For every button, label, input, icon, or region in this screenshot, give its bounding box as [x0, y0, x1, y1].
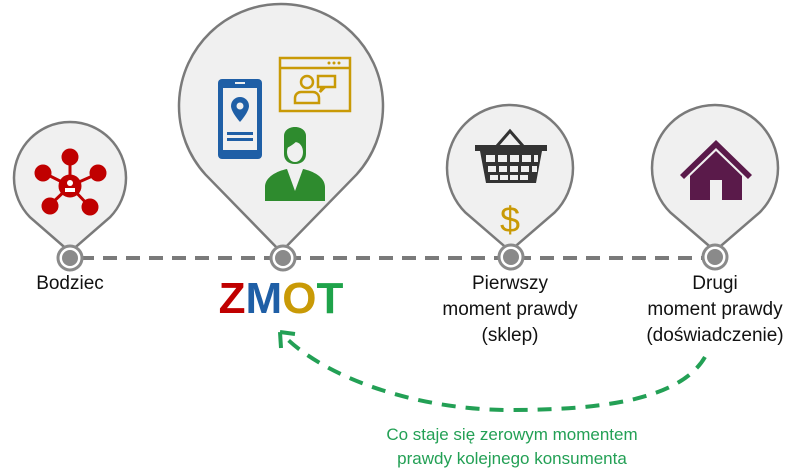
note-line: prawdy kolejnego konsumenta — [397, 449, 627, 468]
label-line: moment prawdy — [647, 299, 783, 320]
label-line: Pierwszy — [471, 273, 549, 294]
dollar-icon: $ — [500, 199, 520, 240]
feedback-note: Co staje się zerowym momentem prawdy kol… — [386, 423, 637, 471]
pin-zmot — [177, 2, 385, 254]
timeline-node-zmot — [269, 244, 297, 272]
label-line: (sklep) — [481, 325, 539, 346]
label-line: (doświadczenie) — [646, 325, 784, 346]
shopping-basket-icon — [475, 128, 547, 183]
label-line: Drugi — [692, 273, 738, 294]
smartphone-location-icon — [218, 79, 262, 159]
label-first-moment: Pierwszy moment prawdy (sklep) — [442, 271, 577, 349]
woman-avatar-icon — [265, 127, 325, 201]
house-icon — [680, 140, 752, 200]
label-bodziec: Bodziec — [36, 273, 104, 294]
zmot-letter-o: O — [282, 274, 317, 323]
label-second-moment: Drugi moment prawdy (doświadczenie) — [646, 271, 783, 349]
arrowhead-icon — [278, 330, 296, 349]
video-chat-window-icon — [278, 56, 352, 113]
note-line: Co staje się zerowym momentem — [386, 425, 638, 444]
label-line: moment prawdy — [442, 299, 578, 320]
zmot-title: ZMOT — [219, 274, 344, 324]
zmot-letter-m: M — [245, 274, 283, 323]
timeline-node-bodziec — [56, 244, 84, 272]
zmot-letter-t: T — [316, 274, 344, 323]
social-network-icon — [34, 148, 107, 216]
timeline-node-first-moment — [497, 243, 525, 271]
zmot-letter-z: Z — [218, 274, 246, 323]
feedback-dashed-arrow — [284, 336, 707, 413]
timeline-node-second-moment — [701, 243, 729, 271]
